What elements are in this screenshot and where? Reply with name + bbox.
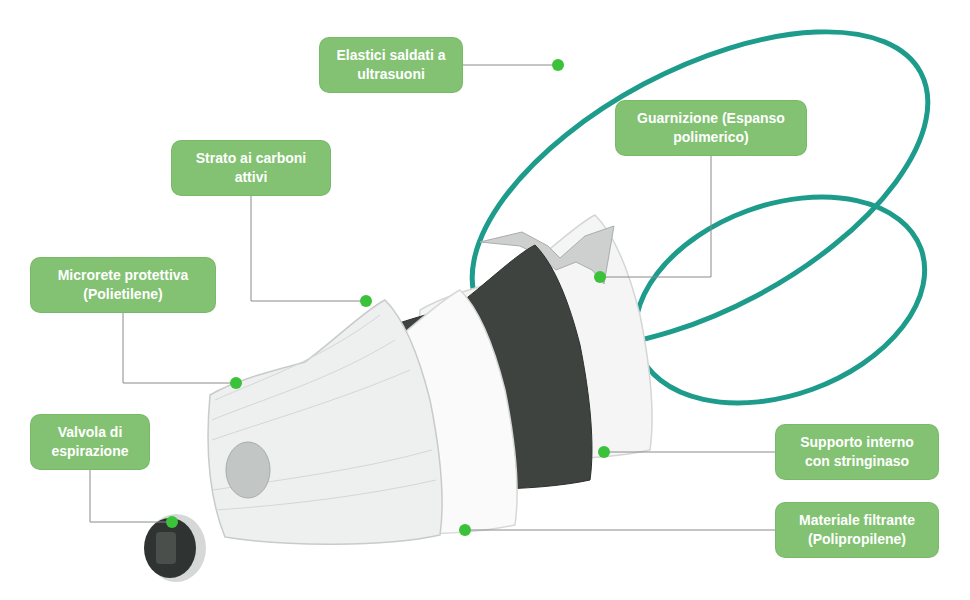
- leader-dot: [360, 295, 372, 307]
- callout-box: Supporto interno con stringinaso: [776, 425, 938, 479]
- protective-mesh-layer: [208, 300, 442, 544]
- callout-box: Valvola di espirazione: [31, 415, 149, 469]
- leader-dot: [230, 377, 242, 389]
- callout-box: Elastici saldati a ultrasuoni: [320, 38, 462, 92]
- callout-label: Materiale filtrante (Polipropilene): [786, 511, 928, 549]
- callout-box: Materiale filtrante (Polipropilene): [776, 503, 938, 557]
- leader-dot: [166, 516, 178, 528]
- elastic-strap: [607, 159, 954, 440]
- leader-dot: [598, 446, 610, 458]
- leader-dot: [594, 271, 606, 283]
- leader-dots: [166, 59, 610, 536]
- leader-dot: [552, 59, 564, 71]
- contour-line: [212, 370, 410, 440]
- valve-grip: [156, 532, 176, 564]
- callout-label: Supporto interno con stringinaso: [786, 433, 928, 471]
- mesh-contours: [212, 315, 436, 510]
- callout-label: Guarnizione (Espanso polimerico): [626, 109, 796, 147]
- callout-label: Microrete protettiva (Polietilene): [41, 266, 205, 304]
- contour-line: [212, 340, 395, 420]
- valve-opening: [226, 442, 270, 498]
- callout-box: Microrete protettiva (Polietilene): [31, 258, 215, 312]
- callout-box: Strato ai carboni attivi: [172, 141, 330, 195]
- callout-label: Elastici saldati a ultrasuoni: [330, 46, 452, 84]
- leader-dot: [459, 524, 471, 536]
- callout-box: Guarnizione (Espanso polimerico): [616, 101, 806, 155]
- exhalation-valve: [144, 514, 206, 582]
- callout-label: Valvola di espirazione: [41, 423, 139, 461]
- callout-label: Strato ai carboni attivi: [182, 149, 320, 187]
